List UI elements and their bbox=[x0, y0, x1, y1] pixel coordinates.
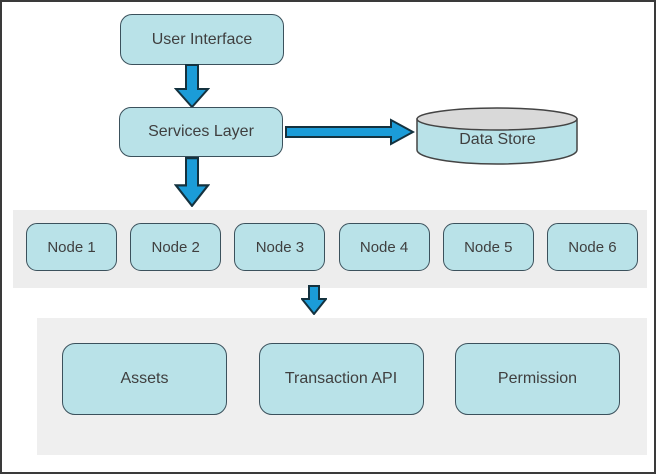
node-5: Node 5 bbox=[442, 223, 534, 271]
node-1-label: Node 1 bbox=[47, 238, 96, 256]
node-5-label: Node 5 bbox=[464, 238, 513, 256]
node-6: Node 6 bbox=[546, 223, 638, 271]
services-layer-label: Services Layer bbox=[148, 123, 254, 140]
modules-band: Assets Transaction API Permission bbox=[37, 318, 647, 455]
transaction-api-label: Transaction API bbox=[284, 370, 398, 387]
arrow-down-icon bbox=[174, 157, 210, 207]
node-row-band: Node 1 Node 2 Node 3 Node 4 Node 5 Node … bbox=[13, 210, 647, 288]
permission-label: Permission bbox=[497, 370, 578, 387]
services-layer-node: Services Layer bbox=[119, 107, 283, 157]
arrow-down-icon bbox=[174, 64, 210, 108]
user-interface-node: User Interface bbox=[120, 14, 284, 65]
data-store-label: Data Store bbox=[459, 131, 536, 148]
node-1: Node 1 bbox=[26, 223, 117, 271]
node-2-label: Node 2 bbox=[151, 238, 200, 256]
transaction-api-node: Transaction API bbox=[258, 343, 424, 415]
node-6-label: Node 6 bbox=[568, 238, 617, 256]
arrow-down-icon bbox=[301, 285, 327, 315]
arrow-right-icon bbox=[285, 118, 415, 146]
node-2: Node 2 bbox=[130, 223, 222, 271]
permission-node: Permission bbox=[455, 343, 620, 415]
assets-node: Assets bbox=[62, 343, 227, 415]
data-store-node: Data Store bbox=[416, 122, 579, 158]
node-3-label: Node 3 bbox=[255, 238, 305, 256]
data-store-cylinder bbox=[416, 107, 578, 165]
user-interface-label: User Interface bbox=[151, 30, 253, 48]
node-4: Node 4 bbox=[338, 223, 430, 271]
node-3: Node 3 bbox=[234, 223, 326, 271]
assets-label: Assets bbox=[120, 370, 169, 387]
node-4-label: Node 4 bbox=[359, 238, 409, 256]
